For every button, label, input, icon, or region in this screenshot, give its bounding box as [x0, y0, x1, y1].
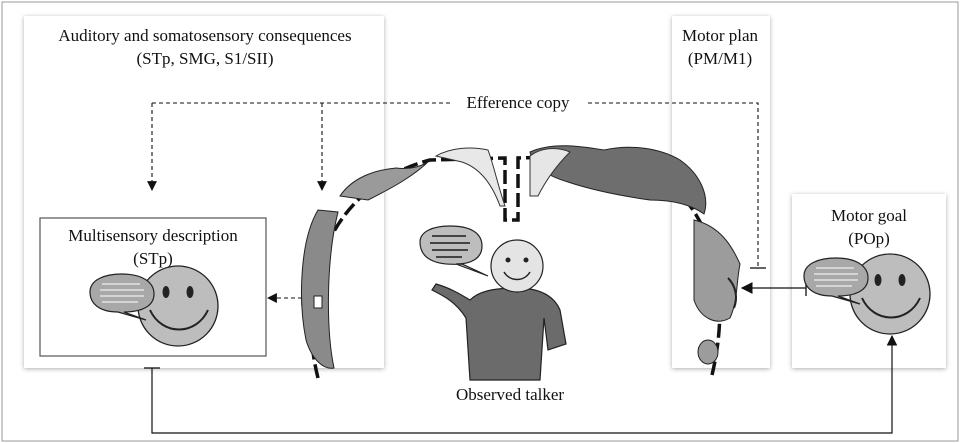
feedback-loop-arrow: [151, 334, 898, 434]
efference-copy-label: Efference copy: [466, 93, 570, 112]
smiley-eye-right: [186, 286, 194, 298]
auditory-title-line1: Auditory and somatosensory consequences: [58, 26, 351, 45]
motor-plan-title-line1: Motor plan: [682, 26, 759, 45]
goal-smiley-eye-left: [874, 274, 882, 286]
talker-eye-right: [523, 257, 529, 263]
talker-bubble-text-lines: [430, 235, 470, 258]
ear-marker: [313, 295, 323, 309]
smiley-bubble-text-lines: [100, 283, 144, 303]
brain-right-section: [529, 145, 707, 215]
smiley-eye-left: [162, 286, 170, 298]
goal-smiley-mouth: [861, 297, 921, 319]
observed-talker-figure: [419, 225, 567, 381]
mouth-profile: [693, 219, 741, 322]
brain-arch: [301, 145, 741, 379]
talker-body: [431, 283, 567, 381]
brain-right-cortex: [529, 148, 571, 197]
motor-goal-title-line1: Motor goal: [831, 206, 907, 225]
goal-smiley-eye-right: [898, 274, 906, 286]
observed-talker-label: Observed talker: [456, 385, 564, 404]
multisensory-smiley: [89, 265, 219, 347]
efference-copy-paths: [147, 102, 759, 303]
talker-eye-left: [505, 257, 511, 263]
multisensory-title-line1: Multisensory description: [68, 226, 238, 245]
smiley-mouth: [149, 309, 209, 331]
mouth-opening: [727, 277, 737, 309]
auditory-title-line2: (STp, SMG, S1/SII): [137, 49, 274, 68]
goal-smiley-speech-bubble: [803, 257, 869, 305]
smiley-speech-bubble: [89, 273, 155, 321]
brain-left-top: [339, 159, 431, 201]
brain-left-cortex: [434, 147, 506, 207]
talker-face: [490, 239, 544, 293]
talker-smile: [503, 271, 531, 281]
motor-goal-title-line2: (POp): [848, 229, 890, 248]
efference-line-right: [588, 102, 759, 268]
brain-left-section: [301, 209, 339, 369]
multisensory-title-line2: (STp): [133, 249, 173, 268]
goal-smiley-bubble-text-lines: [814, 267, 858, 287]
motor-plan-title-line2: (PM/M1): [688, 49, 752, 68]
motor-goal-smiley: [803, 253, 931, 335]
smiley-face: [137, 265, 219, 347]
larynx-shape: [697, 339, 719, 365]
